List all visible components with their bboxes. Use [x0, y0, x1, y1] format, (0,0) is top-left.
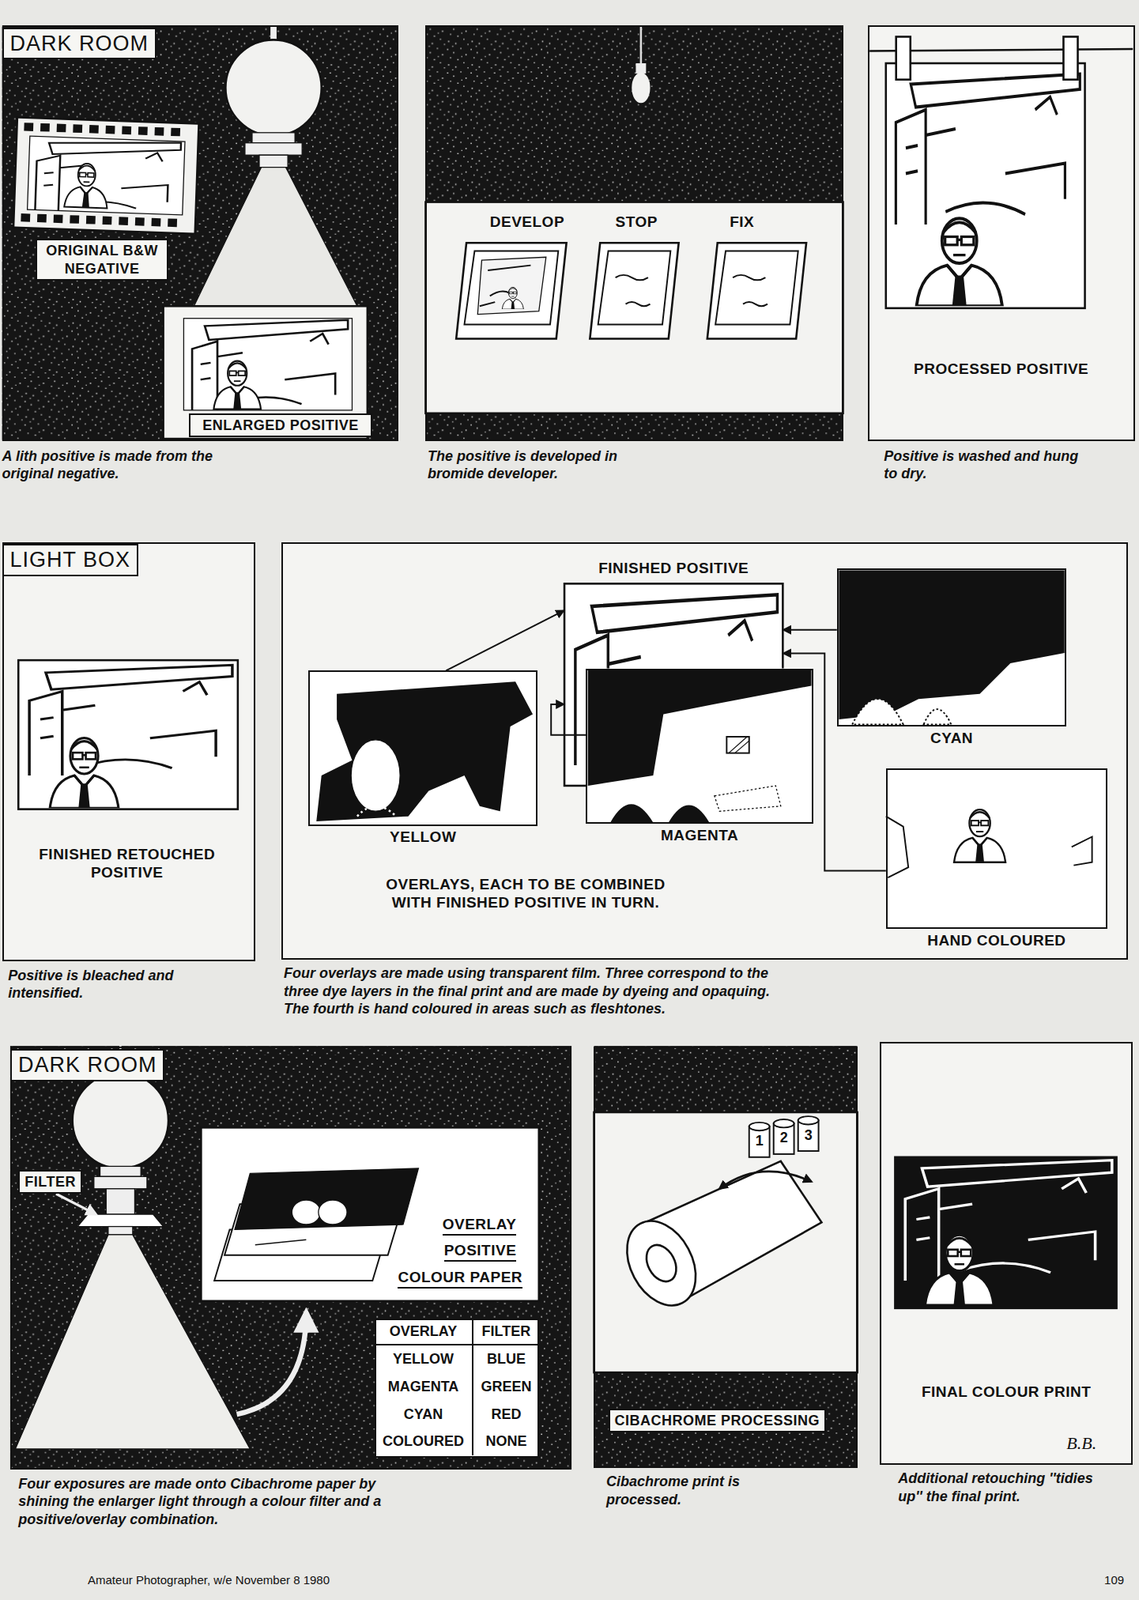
overlay-frame: MAGENTA	[585, 668, 814, 824]
caption: Positive is bleached and intensified.	[7, 966, 192, 1003]
layer-label: POSITIVE	[444, 1241, 517, 1262]
connector-arrow	[782, 629, 838, 631]
tray-label: DEVELOP	[490, 213, 565, 232]
step-panel: CIBACHROME PROCESSINGCibachrome print is…	[593, 1046, 857, 1468]
table-cell: GREEN	[473, 1372, 540, 1401]
caption: Four exposures are made onto Cibachrome …	[18, 1474, 417, 1529]
overlay-frame: HAND COLOURED	[886, 768, 1108, 929]
step-panel: OVERLAYS, EACH TO BE COMBINED WITH FINIS…	[281, 542, 1128, 960]
caption: The positive is developed in bromide dev…	[427, 447, 648, 483]
caption: Cibachrome print is processed.	[606, 1472, 790, 1509]
panel-label: PROCESSED POSITIVE	[867, 360, 1136, 379]
positive-frame: FINISHED POSITIVE	[564, 584, 783, 787]
overlay-frame: CYAN	[837, 568, 1068, 727]
footer-text: Amateur Photographer, w/e November 8 198…	[87, 1572, 330, 1588]
step-panel: FINAL COLOUR PRINTAdditional retouching …	[879, 1041, 1133, 1465]
caption: Additional retouching ''tidies up'' the …	[897, 1469, 1118, 1505]
table-cell: OVERLAY	[374, 1318, 474, 1346]
table-cell: BLUE	[473, 1345, 540, 1373]
table-cell: NONE	[473, 1427, 540, 1456]
callout-label: ENLARGED POSITIVE	[188, 413, 373, 438]
layer-label: COLOUR PAPER	[397, 1268, 523, 1289]
frame-label: YELLOW	[308, 828, 539, 847]
signature: B.B.	[1066, 1433, 1097, 1454]
step-panel: The positive is developed in bromide dev…	[425, 25, 843, 442]
frame-label: HAND COLOURED	[886, 931, 1108, 951]
layer-label: OVERLAY	[442, 1215, 517, 1236]
step-panel: LIGHT BOXFINISHED RETOUCHED POSITIVEPosi…	[2, 542, 256, 962]
frame-label: MAGENTA	[585, 826, 814, 845]
canister-number: 2	[774, 1129, 793, 1147]
caption: Positive is washed and hung to dry.	[883, 447, 1094, 483]
panel-tag: DARK ROOM	[10, 1048, 166, 1081]
page-number: 109	[1104, 1572, 1124, 1588]
step-panel: PROCESSED POSITIVEPositive is washed and…	[867, 25, 1136, 442]
filter-table: OVERLAYFILTERYELLOWBLUEMAGENTAGREENCYANR…	[374, 1318, 540, 1458]
tray-label: STOP	[615, 213, 658, 232]
inset-box: OVERLAY POSITIVE COLOUR PAPER	[200, 1127, 539, 1302]
table-cell: CYAN	[374, 1400, 474, 1429]
step-panel: DARK ROOMFour exposures are made onto Ci…	[10, 1046, 572, 1471]
panel-tag: DARK ROOM	[2, 27, 158, 60]
connector-arrow	[550, 704, 586, 736]
frame-label: FINISHED POSITIVE	[564, 559, 783, 578]
table-cell: MAGENTA	[374, 1372, 474, 1401]
table-cell: FILTER	[473, 1318, 540, 1346]
table-cell: YELLOW	[374, 1345, 474, 1373]
panel-label: OVERLAYS, EACH TO BE COMBINED WITH FINIS…	[375, 875, 676, 913]
panel-label: FINISHED RETOUCHED POSITIVE	[22, 845, 232, 883]
caption: Four overlays are made using transparent…	[283, 964, 795, 1019]
table-cell: COLOURED	[374, 1427, 474, 1456]
callout-label: FILTER	[18, 1169, 83, 1195]
connector-arrow	[445, 610, 565, 671]
tray-label: FIX	[729, 213, 755, 232]
table-cell: RED	[473, 1400, 540, 1429]
panel-label: FINAL COLOUR PRINT	[879, 1383, 1133, 1402]
canister-number: 1	[750, 1132, 769, 1151]
connector-arrow	[782, 652, 887, 871]
step-panel: DARK ROOMA lith positive is made from th…	[2, 25, 399, 442]
caption: A lith positive is made from the origina…	[2, 447, 238, 483]
canister-number: 3	[799, 1127, 818, 1145]
panel-tag: LIGHT BOX	[2, 543, 140, 576]
panel-tag: CIBACHROME PROCESSING	[608, 1408, 827, 1434]
frame-label: CYAN	[837, 729, 1068, 748]
overlay-frame: YELLOW	[308, 670, 539, 826]
callout-label: ORIGINAL B&W NEGATIVE	[35, 238, 169, 281]
